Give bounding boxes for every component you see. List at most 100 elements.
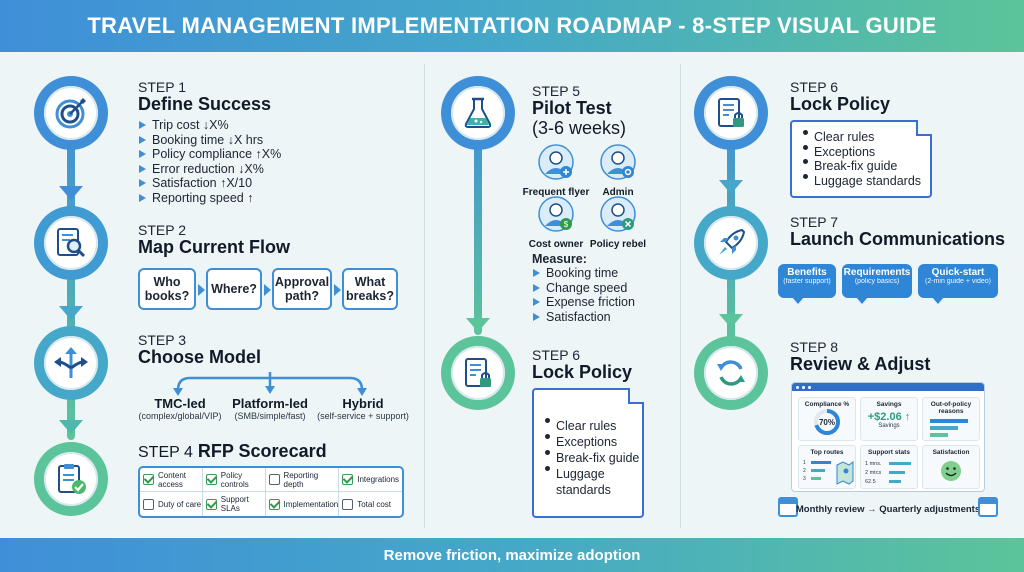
model-hybrid: Hybrid (self-service + support)	[310, 396, 416, 421]
flow-arrow	[719, 314, 743, 328]
step5-measures: Booking time Change speed Expense fricti…	[532, 266, 635, 324]
rfp-item: Implementation	[266, 492, 340, 516]
top-routes-card: Top routes 1 2 3	[798, 445, 856, 489]
rfp-item-label: Implementation	[283, 499, 339, 509]
metric-item: Satisfaction ↑X/10	[138, 176, 281, 191]
metric-item: Error reduction ↓X%	[138, 162, 281, 177]
step2-number: STEP 2	[138, 222, 186, 238]
rfp-item-label: Support SLAs	[220, 495, 249, 513]
step4-heading: STEP 4 RFP Scorecard	[138, 441, 327, 462]
out-of-policy-bars	[930, 419, 968, 437]
step7-circle	[694, 206, 768, 280]
routes-chart	[811, 461, 854, 485]
step6-right-title: Lock Policy	[790, 94, 891, 114]
rfp-item: Content access	[140, 468, 203, 492]
rfp-item-label: Duty of care	[158, 499, 202, 509]
model-tmc: TMC-led (complex/global/VIP)	[138, 396, 222, 421]
policy-item: Clear rules	[544, 418, 642, 434]
measure-item: Expense friction	[532, 295, 635, 310]
savings-card: Savings +$2.06 ↑ Savings	[860, 397, 918, 441]
rfp-item-label: Integrations	[357, 475, 400, 484]
footer-tagline: Remove friction, maximize adoption	[383, 546, 641, 564]
policy-item: Clear rules	[802, 130, 930, 145]
compliance-value: 70%	[819, 418, 835, 427]
support-stats-list: 1 mns. 2 mtcs 62.5	[865, 460, 882, 487]
dashboard-titlebar	[792, 383, 984, 391]
flow-box-approval: Approval path?	[272, 268, 332, 310]
metric-item: Reporting speed ↑	[138, 191, 281, 206]
flow-arrow-right	[198, 284, 205, 296]
persona-admin: Admin	[576, 144, 660, 198]
card-title: Support stats	[868, 449, 910, 456]
step6-right-circle	[694, 76, 768, 150]
flow-arrow	[59, 420, 83, 434]
model-title: TMC-led	[154, 396, 206, 411]
persona-label: Admin	[602, 187, 634, 198]
step2-title: Map Current Flow	[138, 237, 290, 257]
step8-circle	[694, 336, 768, 410]
column-divider	[680, 64, 681, 528]
page-title: TRAVEL MANAGEMENT IMPLEMENTATION ROADMAP…	[87, 13, 937, 38]
step3-title: Choose Model	[138, 347, 262, 367]
step3-circle	[34, 326, 108, 400]
review-dashboard: Compliance % 70% Savings +$2.06 ↑ Saving…	[791, 382, 985, 492]
checkbox-unchecked	[268, 474, 280, 485]
step1-metrics: Trip cost ↓X% Booking time ↓X hrs Policy…	[138, 118, 281, 205]
card-title: Out-of-policy reasons	[930, 401, 972, 415]
cost-owner-avatar-icon: $	[538, 196, 574, 232]
rfp-item-label: Total cost	[357, 499, 392, 509]
step8-title: Review & Adjust	[790, 354, 931, 374]
step5-subtitle: (3-6 weeks)	[532, 118, 627, 138]
step4-number: STEP 4	[138, 444, 193, 461]
card-title: Savings	[876, 401, 902, 408]
policy-item: Exceptions	[802, 144, 930, 160]
checkbox-checked	[205, 474, 217, 485]
flow-arrow	[59, 306, 83, 320]
comm-bubble-requirements: Requirements (policy basics)	[842, 264, 912, 304]
step1-title: Define Success	[138, 94, 272, 114]
checkbox-unchecked	[143, 498, 154, 510]
frequent-flyer-avatar-icon	[538, 144, 574, 180]
step2-circle	[34, 206, 108, 280]
model-subtitle: (self-service + support)	[317, 411, 409, 421]
card-title: Satisfaction	[932, 449, 970, 456]
column-divider	[424, 64, 425, 528]
satisfaction-card: Satisfaction	[922, 445, 980, 489]
policy-item: Exceptions	[544, 434, 642, 450]
policy-document: Clear rules Exceptions Break-fix guide L…	[532, 388, 644, 518]
metric-item: Booking time ↓X hrs	[138, 133, 281, 148]
support-stat: 62.5	[865, 479, 876, 485]
rfp-item-label: Content access	[158, 470, 187, 489]
metric-item: Trip cost ↓X%	[138, 118, 281, 133]
step1-circle	[34, 76, 108, 150]
route-rank: 3	[803, 476, 806, 482]
rfp-item-label: Policy controls	[220, 470, 249, 489]
persona-label: Cost owner	[528, 239, 584, 250]
model-title: Platform-led	[232, 396, 308, 411]
policy-rebel-avatar-icon	[600, 196, 636, 232]
split-arrows-icon	[54, 347, 88, 378]
document-search-icon	[57, 228, 86, 258]
step6-right-number: STEP 6	[790, 79, 838, 95]
calendar-icon	[978, 497, 998, 517]
target-icon	[55, 98, 86, 129]
step6-mid-circle	[441, 336, 515, 410]
policy-item: Break-fix guide	[802, 159, 930, 174]
step5-circle	[441, 76, 515, 150]
card-title: Compliance %	[804, 401, 850, 408]
rocket-icon	[719, 228, 746, 255]
flask-icon	[464, 97, 492, 128]
checkbox-checked	[143, 474, 154, 485]
calendar-icon	[778, 497, 798, 517]
flow-arrow	[59, 186, 83, 200]
persona-frequent-flyer: Frequent flyer	[514, 144, 598, 198]
rfp-scorecard-grid: Content access Policy controls Reporting…	[138, 466, 404, 518]
support-stat: 1 mns.	[865, 461, 882, 467]
flow-box-where: Where?	[206, 268, 262, 310]
policy-document: Clear rules Exceptions Break-fix guide L…	[790, 120, 932, 198]
bubble-title: Requirements	[843, 267, 911, 278]
checkbox-checked	[268, 498, 280, 510]
flow-arrow	[719, 180, 743, 194]
compliance-gauge-arc	[814, 409, 840, 435]
metric-item: Policy compliance ↑X%	[138, 147, 281, 162]
